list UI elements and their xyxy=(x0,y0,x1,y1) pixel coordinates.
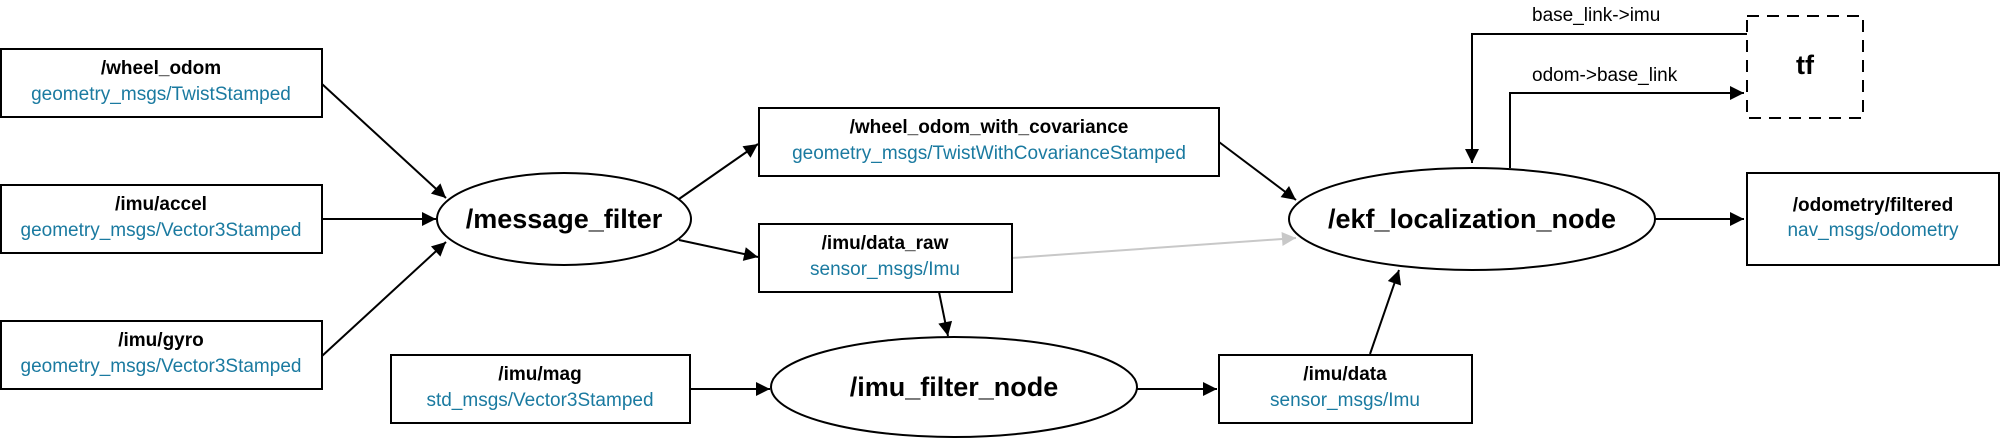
message-type: sensor_msgs/Imu xyxy=(1270,390,1420,411)
message-type: geometry_msgs/TwistStamped xyxy=(31,84,291,105)
topic-name: /wheel_odom xyxy=(101,58,221,79)
edge-message-filter-to-wheel-odom-cov xyxy=(678,143,759,200)
edges xyxy=(321,33,1747,396)
edge-imu-gyro-to-message-filter xyxy=(321,241,447,357)
topic-imu-mag: /imu/mag std_msgs/Vector3Stamped xyxy=(390,354,691,424)
node-label: /ekf_localization_node xyxy=(1328,204,1616,234)
topic-wheel-odom-with-covariance: /wheel_odom_with_covariance geometry_msg… xyxy=(758,107,1220,177)
edge-tf-base-link-imu xyxy=(1465,33,1747,163)
topic-wheel-odom: /wheel_odom geometry_msgs/TwistStamped xyxy=(0,48,323,118)
node-ekf-localization: /ekf_localization_node xyxy=(1288,167,1656,271)
topic-imu-gyro: /imu/gyro geometry_msgs/Vector3Stamped xyxy=(0,320,323,390)
topic-name: /imu/mag xyxy=(498,364,581,385)
message-type: std_msgs/Vector3Stamped xyxy=(426,390,653,411)
message-type: sensor_msgs/Imu xyxy=(810,259,960,280)
topic-name: /imu/gyro xyxy=(118,330,204,351)
edge-imu-data-raw-to-ekf xyxy=(1011,232,1297,259)
message-type: geometry_msgs/TwistWithCovarianceStamped xyxy=(792,143,1186,164)
topic-imu-data: /imu/data sensor_msgs/Imu xyxy=(1218,354,1473,424)
topic-name: /imu/accel xyxy=(115,194,207,215)
edge-tf-odom-base-link xyxy=(1509,86,1744,168)
edge-imu-data-to-ekf xyxy=(1369,269,1402,355)
node-label: /message_filter xyxy=(466,204,663,234)
topic-name: /imu/data_raw xyxy=(822,233,949,254)
topic-name: /odometry/filtered xyxy=(1793,195,1953,216)
topic-imu-data-raw: /imu/data_raw sensor_msgs/Imu xyxy=(758,223,1013,293)
edge-message-filter-to-imu-data-raw xyxy=(678,239,759,261)
message-type: geometry_msgs/Vector3Stamped xyxy=(21,220,302,241)
edge-imu-data-raw-to-imu-filter-node xyxy=(938,291,953,337)
tf-box: tf xyxy=(1746,15,1864,119)
node-label: /imu_filter_node xyxy=(850,372,1059,402)
node-imu-filter-node: /imu_filter_node xyxy=(770,336,1138,438)
edge-wheel-odom-to-message-filter xyxy=(321,83,447,199)
topic-odometry-filtered: /odometry/filtered nav_msgs/odometry xyxy=(1746,172,2000,266)
node-message-filter: /message_filter xyxy=(436,172,692,266)
message-type: geometry_msgs/Vector3Stamped xyxy=(21,356,302,377)
edge-label-odom-base-link: odom->base_link xyxy=(1532,65,1678,86)
topic-imu-accel: /imu/accel geometry_msgs/Vector3Stamped xyxy=(0,184,323,254)
topic-name: /wheel_odom_with_covariance xyxy=(850,117,1129,138)
edge-wheel-odom-cov-to-ekf xyxy=(1218,141,1297,201)
message-type: nav_msgs/odometry xyxy=(1787,220,1959,241)
topic-name: /imu/data xyxy=(1303,364,1387,385)
tf-label: tf xyxy=(1796,50,1815,80)
edge-label-base-link-imu: base_link->imu xyxy=(1532,5,1660,26)
